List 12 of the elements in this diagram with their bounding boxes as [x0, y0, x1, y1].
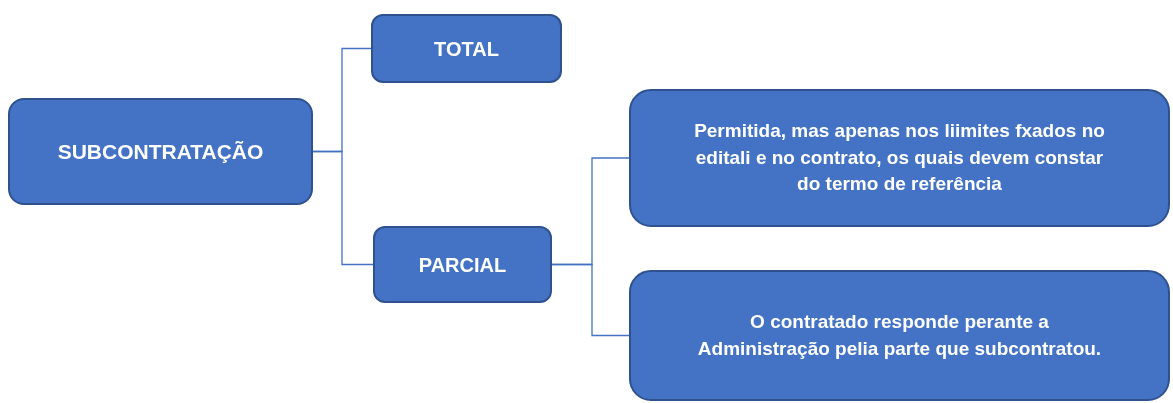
rounded-box: [8, 98, 313, 205]
connector-line: [312, 150, 374, 266]
rounded-box: [373, 226, 552, 303]
box-label: Permitida, mas apenas nos liimites fxados no editali e no contrato, os quais devem constar do termo de referência: [693, 119, 1106, 197]
rounded-box: [371, 14, 562, 83]
rounded-box: [629, 270, 1170, 401]
box-label: O contratado responde perante a Administração pelia parte que subcontratou.: [696, 309, 1103, 361]
box-label: TOTAL: [434, 36, 499, 62]
box-label: SUBCONTRATAÇÃO: [57, 138, 264, 165]
rounded-box: [629, 89, 1170, 227]
box-label: PARCIAL: [418, 252, 507, 278]
connector-line: [551, 263, 630, 337]
